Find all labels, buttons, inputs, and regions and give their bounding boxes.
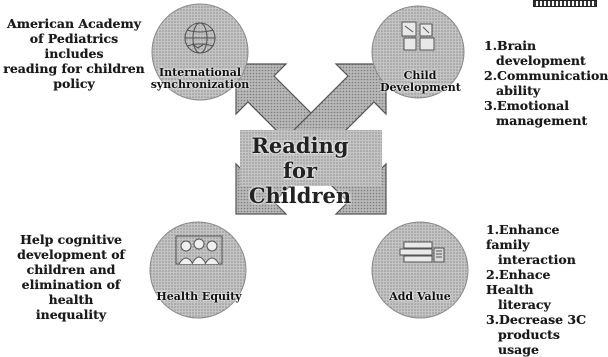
circle-health-equity	[149, 221, 247, 319]
list-item: 1.Brain development	[484, 38, 596, 68]
list-item-line2: management	[496, 113, 588, 128]
list-item-line2: development	[496, 53, 586, 68]
child-development-circle-label: Child Development	[380, 69, 461, 94]
add-value-circle-label: Add Value	[385, 291, 455, 303]
center-title-line2: Children	[248, 183, 352, 208]
add-value-circle-line1: Add Value	[389, 290, 451, 303]
list-item: 3.Emotional management	[484, 98, 596, 128]
globe-handshake-icon	[184, 22, 216, 54]
circle-add-value	[371, 221, 469, 319]
international-desc-line: of Pediatrics includes	[29, 31, 119, 61]
health-equity-desc-line: Help cognitive	[20, 232, 122, 247]
circle-child-development	[371, 5, 465, 99]
add-value-list: 1.Enhance family interaction 2.Enhace He…	[486, 222, 597, 357]
health-equity-desc-line: development of	[17, 247, 125, 262]
list-item: 3.Decrease 3C products usage	[486, 312, 597, 357]
list-item-line2: products usage	[498, 327, 560, 357]
international-description: American Academy of Pediatrics includes …	[0, 16, 148, 91]
center-box	[240, 130, 382, 186]
child-development-circle-line1: Child	[403, 69, 437, 82]
child-development-circle-line2: Development	[380, 81, 461, 94]
health-equity-desc-line: children and	[26, 262, 116, 277]
list-item-line1: 1.Brain	[484, 38, 537, 53]
corner-stamp	[533, 0, 597, 7]
international-circle-label: International synchronization	[150, 67, 250, 91]
blocks-icon	[401, 21, 435, 51]
list-item: 2.Communication ability	[484, 68, 608, 98]
people-icon	[175, 235, 223, 265]
center-title: Reading for Children	[232, 133, 368, 208]
books-icon	[399, 241, 445, 263]
four-way-arrow	[235, 63, 387, 215]
child-development-list: 1.Brain development 2.Communication abil…	[484, 38, 608, 128]
international-desc-line: reading for children	[3, 61, 145, 76]
international-desc-line: policy	[53, 76, 95, 91]
health-equity-desc-line: inequality	[35, 307, 107, 322]
health-equity-circle-line1: Health Equity	[156, 290, 242, 303]
health-equity-desc-line: elimination of health	[21, 277, 121, 307]
list-item-line2: interaction	[498, 252, 576, 267]
list-item-line2: literacy	[498, 297, 551, 312]
international-desc-line: American Academy	[7, 16, 141, 31]
list-item-line1: 3.Decrease 3C	[486, 312, 587, 327]
center-title-line1: Reading for	[251, 133, 349, 183]
list-item: 2.Enhace Health literacy	[486, 267, 597, 312]
list-item-line1: 2.Enhace Health	[486, 267, 551, 297]
diagram-graphics	[149, 3, 469, 319]
circle-international	[151, 3, 249, 101]
list-item-line1: 2.Communication	[484, 68, 608, 83]
list-item-line1: 1.Enhance family	[486, 222, 560, 252]
international-circle-line2: synchronization	[150, 78, 250, 91]
list-item-line1: 3.Emotional	[484, 98, 569, 113]
health-equity-circle-label: Health Equity	[153, 291, 245, 303]
health-equity-description: Help cognitive development of children a…	[2, 232, 140, 322]
international-circle-line1: International	[158, 66, 242, 79]
list-item-line2: ability	[496, 83, 541, 98]
list-item: 1.Enhance family interaction	[486, 222, 597, 267]
